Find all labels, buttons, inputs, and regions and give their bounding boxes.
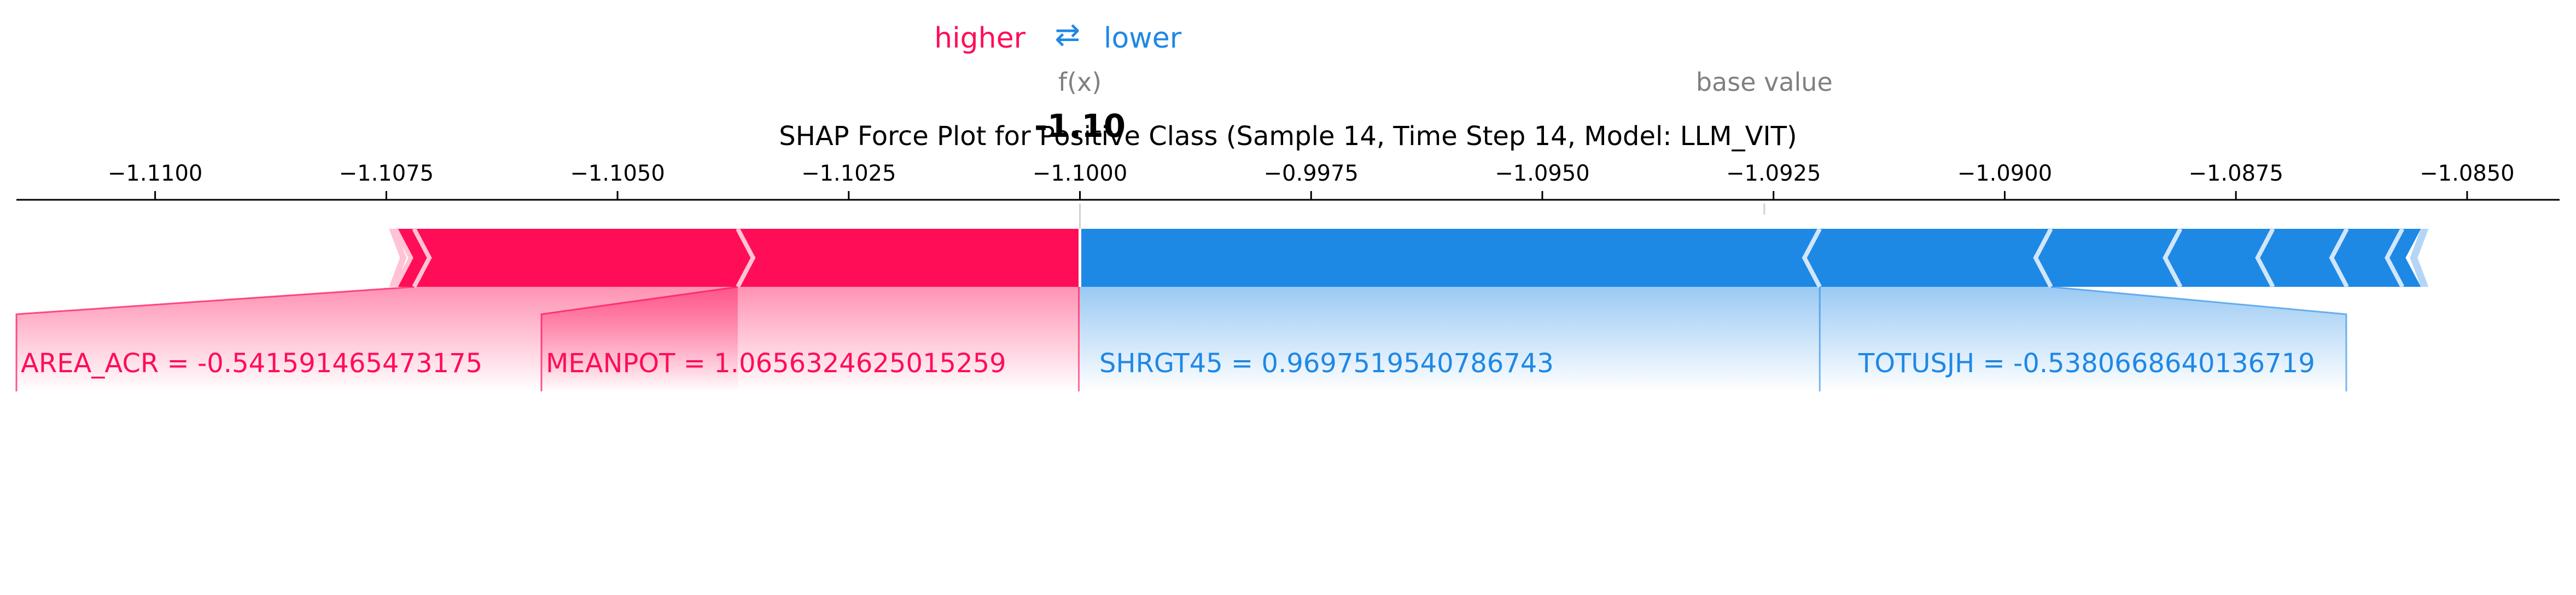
- legend-higher: higher: [934, 22, 1025, 55]
- x-tick-label: −1.0925: [1726, 161, 1821, 186]
- segment-separator: [736, 228, 756, 288]
- x-tick-label: −0.9975: [1264, 161, 1359, 186]
- chart-title: SHAP Force Plot for Positive Class (Samp…: [779, 121, 1797, 152]
- negative-feature-label: SHRGT45 = 0.9697519540786743: [1099, 348, 1554, 379]
- negative-end-cap: [2410, 229, 2429, 287]
- x-tick-label: −1.1000: [1033, 161, 1127, 186]
- negative-force-segment: [2332, 229, 2403, 287]
- fx-label: f(x): [1058, 67, 1101, 97]
- x-axis: −1.1100 −1.1075 −1.1050 −1.1025 −1.1000 −0.99…: [16, 161, 2560, 201]
- fx-value: -1.10: [1034, 107, 1126, 145]
- x-tick-label: −1.0875: [2188, 161, 2283, 186]
- negative-force-segment: [2036, 229, 2181, 287]
- negative-callout-shade: [1820, 287, 2346, 391]
- segment-separator: [412, 228, 432, 288]
- positive-callout-line: [540, 286, 738, 391]
- x-tick-label: −1.0850: [2420, 161, 2514, 186]
- positive-feature-label: MEANPOT = 1.0656324625015259: [546, 348, 1006, 379]
- positive-callout-line: [15, 286, 415, 391]
- positive-feature-label: AREA_ACR = -0.541591465473175: [21, 348, 482, 379]
- negative-callout-shade: [1080, 287, 1820, 391]
- x-tick-label: −1.0900: [1957, 161, 2052, 186]
- positive-end-cap: [389, 229, 407, 287]
- force-bars: [389, 228, 2429, 288]
- segment-separator: [2163, 228, 2183, 288]
- segment-separator: [1802, 228, 1822, 288]
- segment-separator: [393, 228, 413, 288]
- segment-separator: [2329, 228, 2349, 288]
- segment-separator: [2033, 228, 2053, 288]
- base-value-label: base value: [1696, 67, 1833, 97]
- x-tick-label: −1.1025: [801, 161, 896, 186]
- x-tick-label: −1.1075: [339, 161, 434, 186]
- segment-separator: [2385, 228, 2405, 288]
- x-tick-label: −1.1050: [570, 161, 665, 186]
- negative-feature-label: TOTUSJH = -0.5380668640136719: [1858, 348, 2315, 379]
- negative-force-segment: [2165, 229, 2273, 287]
- legend-lower: lower: [1104, 22, 1182, 55]
- feature-labels: AREA_ACR = -0.541591465473175 MEANPOT = 1…: [21, 348, 2315, 379]
- positive-callout-shade: [541, 287, 1080, 391]
- negative-force-segment: [2257, 229, 2347, 287]
- segment-separator: [2255, 228, 2275, 288]
- x-tick-label: −1.0950: [1495, 161, 1589, 186]
- negative-force-segment: [1804, 229, 2051, 287]
- x-tick-label: −1.1100: [108, 161, 202, 186]
- legend-arrow-icon: ⇄: [1055, 17, 1081, 53]
- positive-force-segment: [414, 229, 753, 287]
- positive-force-segment: [737, 229, 1095, 287]
- negative-callout-line: [2050, 286, 2347, 391]
- feature-callouts: [15, 286, 2347, 391]
- negative-force-segment: [1080, 229, 1820, 287]
